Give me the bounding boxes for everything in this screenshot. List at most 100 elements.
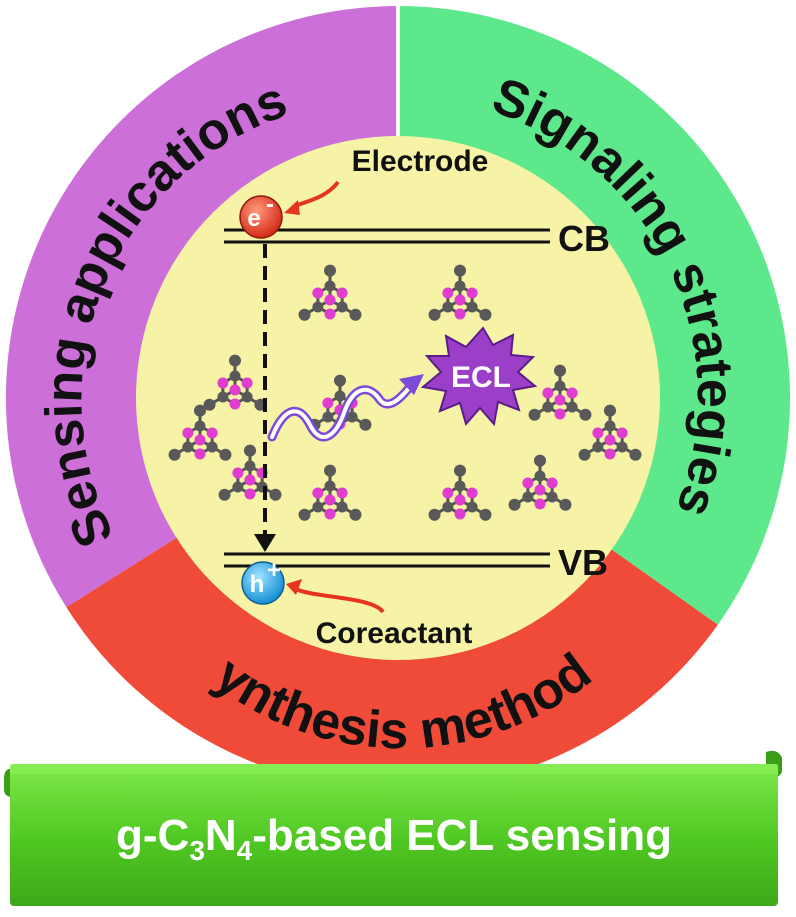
title-banner: g-C3N4-based ECL sensing	[4, 750, 782, 906]
nitrogen-atom	[194, 448, 206, 460]
carbon-atom	[334, 390, 346, 402]
cb-label: CB	[558, 218, 610, 259]
carbon-atom	[312, 501, 324, 513]
valence-band-lines	[224, 552, 550, 568]
ecl-label: ECL	[451, 361, 511, 394]
carbon-atom	[182, 441, 194, 453]
electrode-arrowhead-icon	[284, 200, 300, 215]
nitrogen-atom	[554, 394, 566, 406]
carbon-atom	[349, 308, 362, 321]
nitrogen-atom	[324, 308, 336, 320]
carbon-atom	[566, 401, 578, 413]
nitrogen-atom	[466, 287, 478, 299]
carbon-atom	[324, 464, 336, 477]
hole-icon: h +	[241, 557, 285, 605]
nitrogen-atom	[542, 387, 554, 399]
carbon-atom	[616, 441, 628, 453]
carbon-atom	[336, 501, 348, 513]
carbon-atom	[604, 404, 616, 417]
carbon-atom	[349, 508, 362, 521]
carbon-atom	[454, 480, 466, 492]
carbon-atom	[194, 420, 206, 432]
nitrogen-atom	[522, 477, 534, 489]
carbon-atom	[522, 491, 534, 503]
carbon-atom	[479, 308, 492, 321]
nitrogen-atom	[554, 408, 566, 420]
carbon-atom	[269, 488, 282, 501]
carbon-atom	[168, 448, 181, 461]
nitrogen-atom	[232, 467, 244, 479]
carbon-atom	[229, 354, 241, 367]
svg-text:e: e	[247, 205, 260, 232]
nitrogen-atom	[244, 474, 256, 486]
svg-text:+: +	[267, 557, 281, 584]
nitrogen-atom	[336, 287, 348, 299]
carbon-atom	[203, 398, 216, 411]
carbon-atom	[442, 301, 454, 313]
nitrogen-atom	[604, 448, 616, 460]
carbon-atom	[324, 480, 336, 492]
carbon-atom	[546, 491, 558, 503]
coreactant-label: Coreactant	[316, 617, 473, 650]
nitrogen-atom	[616, 427, 628, 439]
nitrogen-atom	[312, 487, 324, 499]
carbon-atom	[629, 448, 642, 461]
carbon-atom	[206, 441, 218, 453]
carbon-atom	[244, 444, 256, 457]
nitrogen-atom	[454, 494, 466, 506]
banner-title: g-C3N4-based ECL sensing	[116, 811, 672, 866]
nitrogen-atom	[454, 294, 466, 306]
carbon-atom	[534, 470, 546, 482]
carbon-atom	[534, 454, 546, 467]
carbon-atom	[428, 508, 441, 521]
carbon-atom	[604, 420, 616, 432]
carbon-atom	[322, 411, 334, 423]
nitrogen-atom	[592, 427, 604, 439]
nitrogen-atom	[194, 434, 206, 446]
nitrogen-atom	[566, 387, 578, 399]
transfer-arrow-icon	[254, 244, 276, 552]
carbon-atom	[508, 498, 521, 511]
carbon-atom	[542, 401, 554, 413]
nitrogen-atom	[229, 384, 241, 396]
nitrogen-atom	[454, 308, 466, 320]
electron-icon: e -	[239, 191, 283, 239]
nitrogen-atom	[241, 377, 253, 389]
nitrogen-atom	[217, 377, 229, 389]
nitrogen-atom	[546, 477, 558, 489]
coreactant-arrow-icon	[292, 586, 385, 614]
carbon-atom	[479, 508, 492, 521]
svg-text:-: -	[266, 191, 274, 218]
carbon-atom	[579, 408, 592, 421]
carbon-atom	[466, 501, 478, 513]
nitrogen-atom	[322, 397, 334, 409]
carbon-atom	[592, 441, 604, 453]
nitrogen-atom	[182, 427, 194, 439]
electrode-label: Electrode	[352, 145, 489, 178]
carbon-atom	[554, 364, 566, 377]
nitrogen-atom	[324, 494, 336, 506]
nitrogen-atom	[229, 398, 241, 410]
carbon-atom	[298, 508, 311, 521]
carbon-atom	[324, 264, 336, 277]
carbon-atom	[217, 391, 229, 403]
nitrogen-atom	[336, 487, 348, 499]
carbon-atom	[241, 391, 253, 403]
carbon-atom	[359, 418, 372, 431]
nitrogen-atom	[244, 488, 256, 500]
carbon-atom	[244, 460, 256, 472]
carbon-atom	[454, 264, 466, 277]
carbon-atom	[336, 301, 348, 313]
carbon-atom	[334, 374, 346, 387]
carbon-atom	[454, 280, 466, 292]
carbon-atom	[312, 301, 324, 313]
carbon-atom	[229, 370, 241, 382]
nitrogen-atom	[206, 427, 218, 439]
nitrogen-atom	[534, 484, 546, 496]
nitrogen-atom	[466, 487, 478, 499]
nitrogen-atom	[324, 294, 336, 306]
carbon-atom	[442, 501, 454, 513]
carbon-atom	[428, 308, 441, 321]
nitrogen-atom	[324, 508, 336, 520]
